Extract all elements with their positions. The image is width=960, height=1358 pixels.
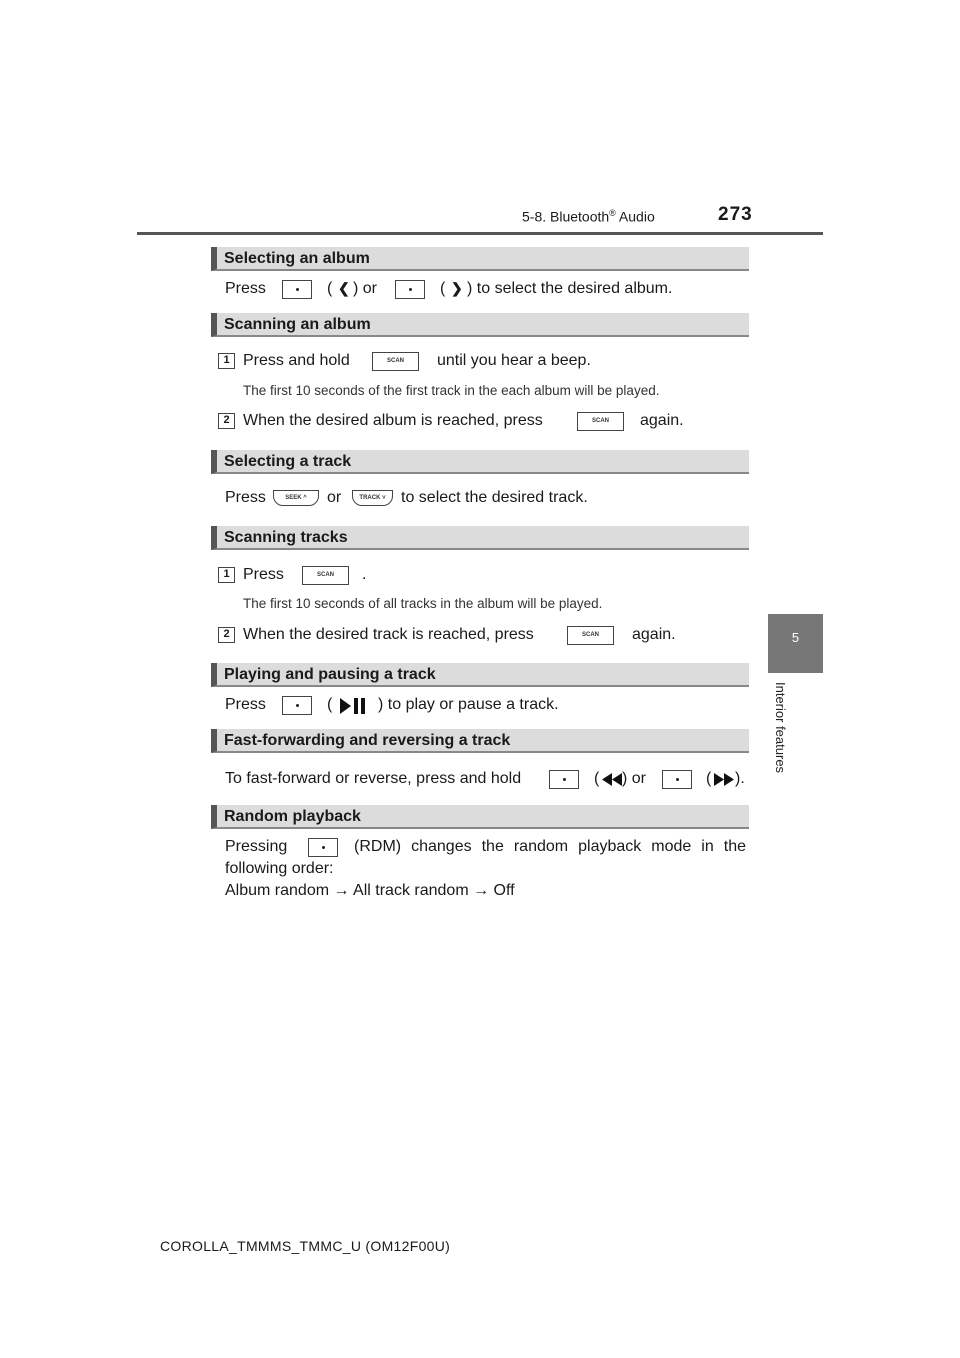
fast-forward-icon [714,773,734,786]
text-select-album: ) to select the desired album. [467,280,673,297]
step-number: 1 [218,353,235,369]
text-random-mode: (RDM) changes the random playback mode i… [354,838,746,855]
text-press: Press [225,696,266,713]
play-pause-icon [340,697,370,715]
page-number: 273 [718,204,753,225]
preset-button-icon [282,280,312,299]
chapter-tab-label: Interior features [773,682,788,774]
text-or: ) or [622,770,646,787]
chevron-left-icon: ❮ [338,280,350,296]
step-number: 1 [218,567,235,583]
step-text: When the desired track is reached, press [243,626,534,643]
step-text: When the desired album is reached, press [243,412,543,429]
text-paren: ( [594,770,600,787]
scan-button-icon: SCAN [372,352,419,371]
text-following-order: following order: [225,860,334,877]
text-or: or [327,489,342,506]
document-footer: COROLLA_TMMMS_TMMC_U (OM12F00U) [160,1238,451,1254]
seek-up-button-icon: SEEK ^ [273,490,319,506]
text-press: Press [225,489,266,506]
text-pressing: Pressing [225,838,288,855]
scan-button-icon: SCAN [567,626,614,645]
section-heading-ff-rev: Fast-forwarding and reversing a track [211,729,749,753]
section-heading-random: Random playback [211,805,749,829]
step-text: Press [243,566,284,583]
step-text: again. [640,412,684,429]
step-text: until you hear a beep. [437,352,591,369]
preset-button-icon [308,838,338,857]
chapter-tab: 5 [768,614,823,673]
text-paren: ). [735,770,745,787]
step-text: again. [632,626,676,643]
preset-button-icon [282,696,312,715]
rewind-icon [602,773,622,786]
preset-button-icon [662,770,692,789]
preset-button-icon [395,280,425,299]
chapter-title: 5-8. Bluetooth® Audio [522,208,655,225]
text-press: Press [225,280,266,297]
step-number: 2 [218,627,235,643]
text-ff-rev: To fast-forward or reverse, press and ho… [225,770,522,787]
step-note: The first 10 seconds of all tracks in th… [243,596,603,611]
track-down-button-icon: TRACK ˅ [352,490,393,506]
text-paren: ( [327,696,333,713]
section-heading-scanning-tracks: Scanning tracks [211,526,749,550]
section-heading-play-pause: Playing and pausing a track [211,663,749,687]
text-paren: ( [327,280,333,297]
section-heading-selecting-track: Selecting a track [211,450,749,474]
section-heading-selecting-album: Selecting an album [211,247,749,271]
text-random-order: Album random → All track random → Off [225,882,515,899]
text-select-track: to select the desired track. [401,489,588,506]
text-or: ) or [353,280,377,297]
text-paren: ( [706,770,712,787]
text-play-pause: ) to play or pause a track. [378,696,559,713]
step-text: . [362,566,367,583]
preset-button-icon [549,770,579,789]
chevron-right-icon: ❯ [451,280,463,296]
step-text: Press and hold [243,352,350,369]
scan-button-icon: SCAN [302,566,349,585]
step-number: 2 [218,413,235,429]
step-note: The first 10 seconds of the first track … [243,383,660,398]
scan-button-icon: SCAN [577,412,624,431]
section-heading-scanning-album: Scanning an album [211,313,749,337]
header-rule [137,232,823,235]
text-paren: ( [440,280,446,297]
